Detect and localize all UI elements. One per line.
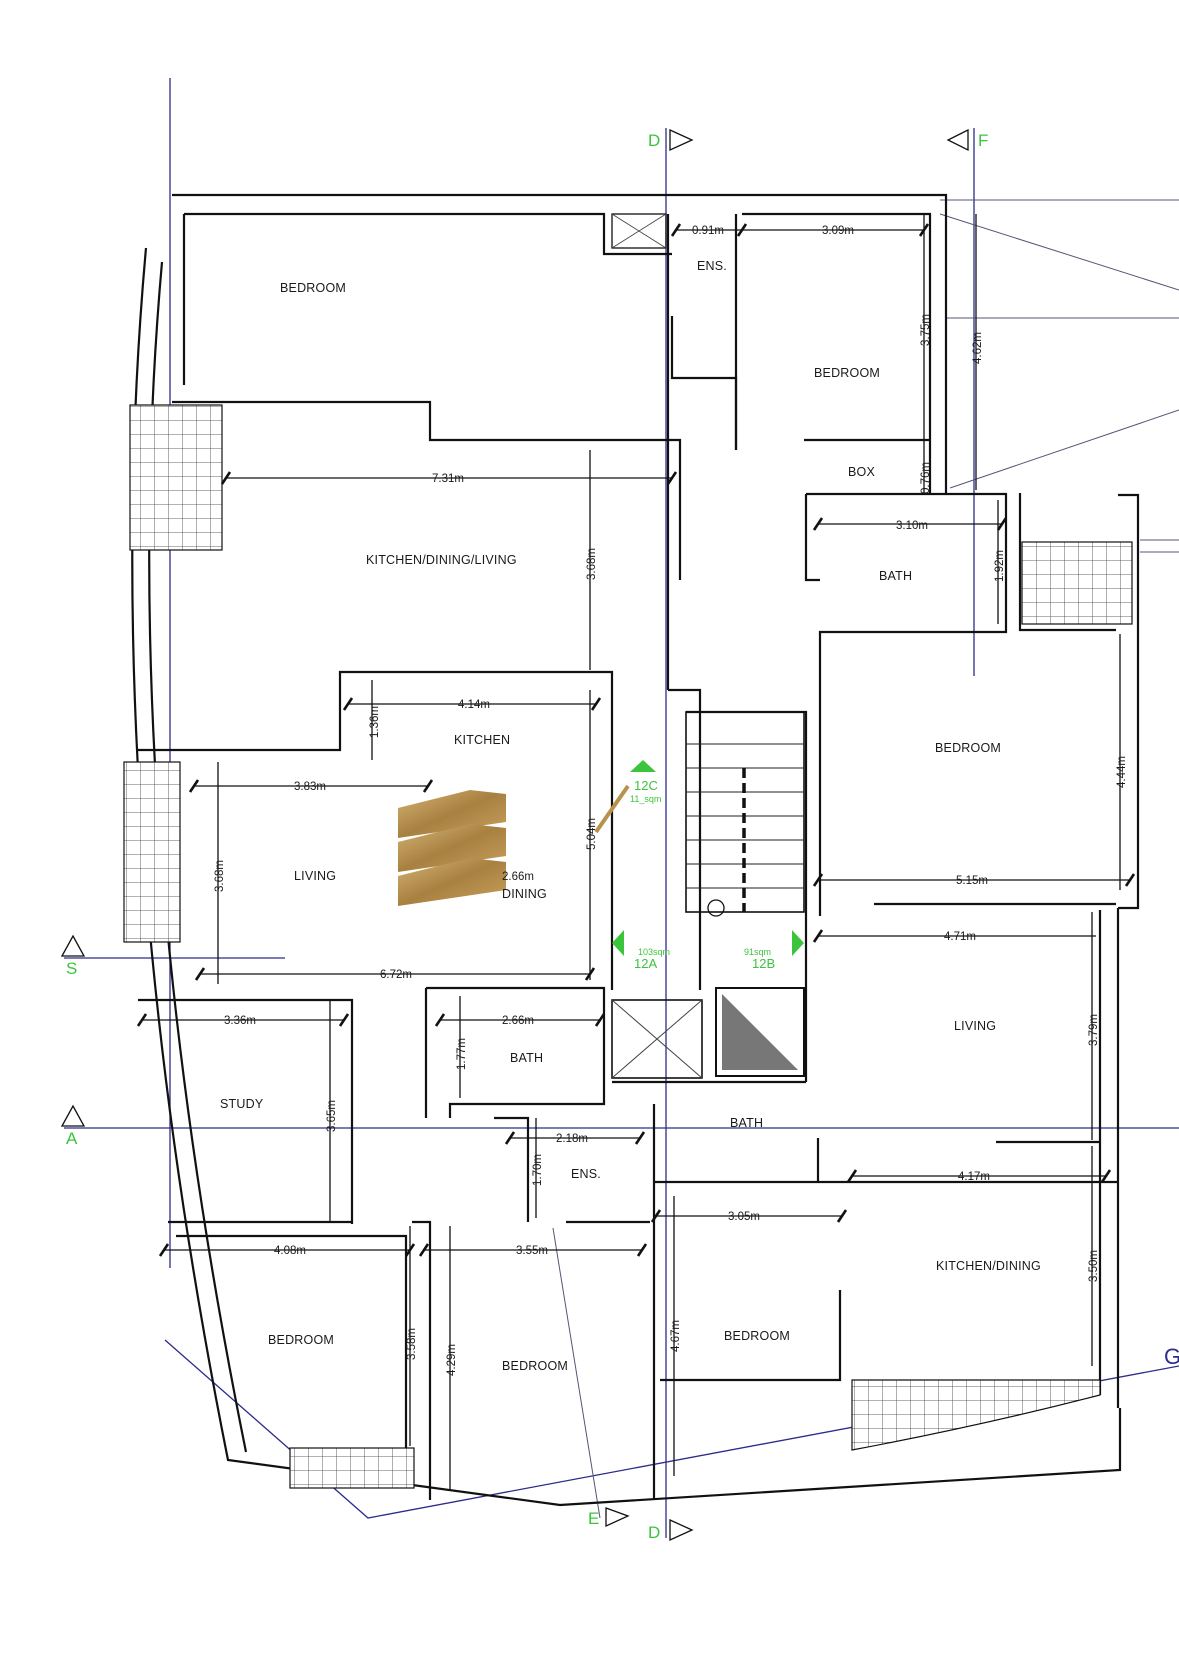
unit-12c-area: 11_sqm (630, 794, 661, 804)
dim-label: 3.09m (822, 225, 854, 237)
dim-label: 4.62m (972, 332, 984, 364)
dim-label: 0.91m (692, 225, 724, 237)
room-box: BOX (848, 465, 875, 479)
room-kitchen-dining-living: KITCHEN/DINING/LIVING (366, 553, 517, 567)
room-bedroom-bottom-right: BEDROOM (724, 1329, 790, 1343)
dim-label: 6.72m (380, 969, 412, 981)
room-ensuite-top: ENS. (697, 259, 727, 273)
dim-label: 5.04m (586, 818, 598, 850)
room-bath-right-upper: BATH (879, 569, 912, 583)
section-marker-icon (946, 128, 969, 152)
room-study: STUDY (220, 1097, 264, 1111)
room-ensuite-lower: ENS. (571, 1167, 601, 1181)
section-marker-icon (669, 128, 694, 152)
axis-guides (64, 78, 1179, 1538)
dim-label: 4.14m (458, 699, 490, 711)
logo (398, 784, 630, 906)
dim-label: 4.71m (944, 931, 976, 943)
room-living-left: LIVING (294, 869, 336, 883)
dim-label: 3.36m (224, 1015, 256, 1027)
dim-label: 3.10m (896, 520, 928, 532)
axis-label-f-top: F (978, 131, 988, 150)
room-bedroom-bottom-left: BEDROOM (268, 1333, 334, 1347)
dim-label: 3.68m (586, 548, 598, 580)
dim-label: 4.17m (958, 1171, 990, 1183)
unit-markers: 12C 11_sqm 103sqm 12A 91sqm 12B (612, 760, 804, 971)
dim-label: 3.79m (1088, 1014, 1100, 1046)
dim-label: 4.29m (446, 1344, 458, 1376)
room-bedroom-top-left: BEDROOM (280, 281, 346, 295)
room-bath-center: BATH (510, 1051, 543, 1065)
room-kitchen: KITCHEN (454, 733, 510, 747)
dim-label: 2.66m (502, 1015, 534, 1027)
dim-label: 3.55m (516, 1245, 548, 1257)
section-marker-icon (605, 1507, 630, 1528)
dim-label: 1.92m (994, 550, 1006, 582)
dimension-labels: 0.91m 3.09m 3.75m 4.62m 0.76m 7.31m 3.68… (214, 225, 1128, 1376)
dim-label: 5.15m (956, 875, 988, 887)
room-bedroom-bottom-mid: BEDROOM (502, 1359, 568, 1373)
unit-12b-area: 91sqm (744, 947, 771, 957)
axis-label-s: S (66, 959, 77, 978)
dim-label: 4.08m (274, 1245, 306, 1257)
dim-label: 7.31m (432, 473, 464, 485)
room-bedroom-right-mid: BEDROOM (935, 741, 1001, 755)
axis-label-d-bottom: D (648, 1523, 660, 1542)
room-bedroom-top-right: BEDROOM (814, 366, 880, 380)
dim-label: 2.18m (556, 1133, 588, 1145)
unit-12c: 12C (634, 778, 658, 793)
unit-12a-area: 103sqm (638, 947, 670, 957)
unit-12a: 12A (634, 956, 657, 971)
dim-label: 3.58m (406, 1328, 418, 1360)
dim-label: 3.75m (920, 314, 932, 346)
dim-label: 3.05m (728, 1211, 760, 1223)
axis-markers: D F S A E D G (60, 128, 1179, 1542)
exterior-walls (131, 193, 1140, 1507)
room-dining: DINING (502, 887, 547, 901)
dimension-lines (142, 214, 1130, 1490)
room-living-right: LIVING (954, 1019, 996, 1033)
axis-label-e: E (588, 1509, 599, 1528)
room-bath-lower: BATH (730, 1116, 763, 1130)
dim-label: 3.68m (214, 860, 226, 892)
section-marker-icon (630, 760, 656, 772)
room-kitchen-dining: KITCHEN/DINING (936, 1259, 1041, 1273)
section-marker-icon (792, 930, 804, 956)
interior-walls (138, 214, 1118, 1500)
dim-label: 1.36m (369, 706, 381, 738)
dim-label: 1.70m (532, 1154, 544, 1186)
dim-label: 0.76m (920, 462, 932, 494)
room-labels: BEDROOM ENS. BEDROOM BOX KITCHEN/DINING/… (220, 259, 1041, 1373)
balconies (123, 404, 1133, 1489)
axis-label-d-top: D (648, 131, 660, 150)
section-marker-icon (60, 934, 86, 957)
dim-label: 4.44m (1116, 756, 1128, 788)
section-marker-icon (669, 1518, 694, 1542)
dim-label: 1.77m (456, 1038, 468, 1070)
stair-core (611, 213, 805, 1079)
dim-label: 3.50m (1088, 1250, 1100, 1282)
axis-label-g: G (1164, 1344, 1179, 1369)
dim-label: 4.67m (670, 1320, 682, 1352)
dimension-ticks (136, 223, 1136, 1257)
dim-label: 2.66m (502, 871, 534, 883)
section-marker-icon (60, 1104, 86, 1127)
unit-12b: 12B (752, 956, 775, 971)
axis-label-a: A (66, 1129, 78, 1148)
dim-label: 3.65m (326, 1100, 338, 1132)
dim-label: 3.83m (294, 781, 326, 793)
section-marker-icon (612, 930, 624, 956)
